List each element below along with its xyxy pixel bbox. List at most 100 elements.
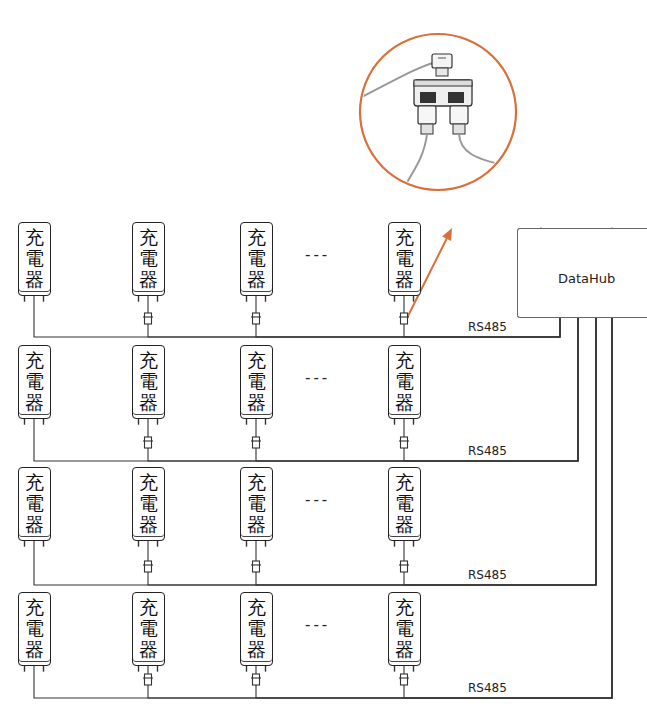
bus-label: RS485	[468, 568, 507, 582]
node-label: 充電器	[25, 597, 44, 660]
charger-box: 充電器	[18, 222, 51, 296]
ellipsis-mark: ---	[305, 616, 330, 634]
charger-foot	[246, 541, 247, 547]
rs485-wire	[404, 318, 612, 698]
zoom-circle	[360, 34, 516, 190]
node-label: 充電器	[139, 227, 158, 290]
plug-clip	[399, 440, 409, 441]
bus-label: RS485	[468, 444, 507, 458]
charger-box: 充電器	[18, 345, 51, 419]
charger-foot	[43, 419, 44, 425]
node-label: 充電器	[395, 472, 414, 535]
plug-clip	[143, 440, 153, 441]
rj45-plug	[145, 561, 152, 572]
bus-label: RS485	[468, 320, 507, 334]
charger-box: 充電器	[18, 592, 51, 666]
charger-foot	[138, 541, 139, 547]
charger-box: 充電器	[18, 467, 51, 541]
node-label: 充電器	[25, 472, 44, 535]
charger-foot	[24, 419, 25, 425]
node-label: 充電器	[247, 227, 266, 290]
charger-foot	[43, 666, 44, 672]
rs485-wire	[256, 318, 596, 585]
charger-foot	[413, 541, 414, 547]
rj45-plugs	[143, 313, 409, 685]
rs485-wire	[148, 318, 612, 698]
charger-foot	[413, 419, 414, 425]
rj45-plug	[253, 313, 260, 324]
charger-foot	[394, 541, 395, 547]
rj45-plug	[253, 674, 260, 685]
node-label: 充電器	[25, 350, 44, 413]
charger-foot	[157, 296, 158, 302]
charger-box: 充電器	[388, 592, 421, 666]
charger-box: 充電器	[132, 467, 165, 541]
charger-foot	[138, 666, 139, 672]
plug-clip	[251, 677, 261, 678]
datahub-details	[518, 228, 647, 318]
node-label: 充電器	[395, 227, 414, 290]
charger-foot	[24, 296, 25, 302]
callout-arrowhead	[442, 228, 452, 241]
ellipsis-mark: ---	[305, 369, 330, 387]
charger-foot	[413, 666, 414, 672]
charger-foot	[394, 419, 395, 425]
node-label: 充電器	[247, 597, 266, 660]
charger-foot	[246, 419, 247, 425]
plug-clip	[399, 677, 409, 678]
charger-box: 充電器	[240, 592, 273, 666]
charger-foot	[24, 541, 25, 547]
rs485-wire	[256, 318, 612, 698]
ellipsis-mark: ---	[305, 491, 330, 509]
rs485-wire	[256, 296, 560, 337]
charger-foot	[265, 666, 266, 672]
rs485-wire	[34, 318, 596, 585]
node-label: 充電器	[395, 350, 414, 413]
rj45-splitter-illustration	[360, 54, 520, 195]
charger-foot	[43, 296, 44, 302]
plug-clip	[143, 316, 153, 317]
node-label: 充電器	[25, 227, 44, 290]
charger-box: 充電器	[132, 592, 165, 666]
charger-foot	[157, 419, 158, 425]
rj45-plug	[145, 437, 152, 448]
charger-foot	[394, 296, 395, 302]
plug-clip	[251, 564, 261, 565]
charger-box: 充電器	[388, 467, 421, 541]
charger-feet	[25, 296, 414, 672]
rs485-wire	[148, 318, 578, 461]
rj45-plug	[145, 674, 152, 685]
rs485-wire	[34, 296, 560, 337]
plug-clip	[251, 316, 261, 317]
rs485-wire	[148, 296, 560, 337]
rs485-wire	[34, 318, 612, 698]
rj45-plug	[401, 561, 408, 572]
rj45-plug	[401, 674, 408, 685]
rs485-wire	[404, 318, 578, 461]
charger-box: 充電器	[240, 467, 273, 541]
node-label: 充電器	[139, 350, 158, 413]
charger-foot	[265, 541, 266, 547]
node-label: 充電器	[139, 472, 158, 535]
rs485-wire	[34, 318, 578, 461]
node-label: DataHub	[518, 271, 647, 286]
charger-box: 充電器	[132, 222, 165, 296]
charger-foot	[138, 419, 139, 425]
rj45-plug	[253, 437, 260, 448]
charger-box: 充電器	[240, 222, 273, 296]
charger-foot	[157, 666, 158, 672]
rj45-plug	[401, 313, 408, 324]
rs485-wire	[256, 318, 578, 461]
charger-foot	[246, 296, 247, 302]
zoom-callout	[360, 34, 520, 320]
rj45-plug	[401, 437, 408, 448]
node-label: 充電器	[247, 472, 266, 535]
plug-clip	[399, 316, 409, 317]
bus-label: RS485	[468, 681, 507, 695]
node-label: 充電器	[395, 597, 414, 660]
charger-box: 充電器	[388, 345, 421, 419]
rj45-plug	[253, 561, 260, 572]
charger-foot	[265, 419, 266, 425]
charger-foot	[394, 666, 395, 672]
